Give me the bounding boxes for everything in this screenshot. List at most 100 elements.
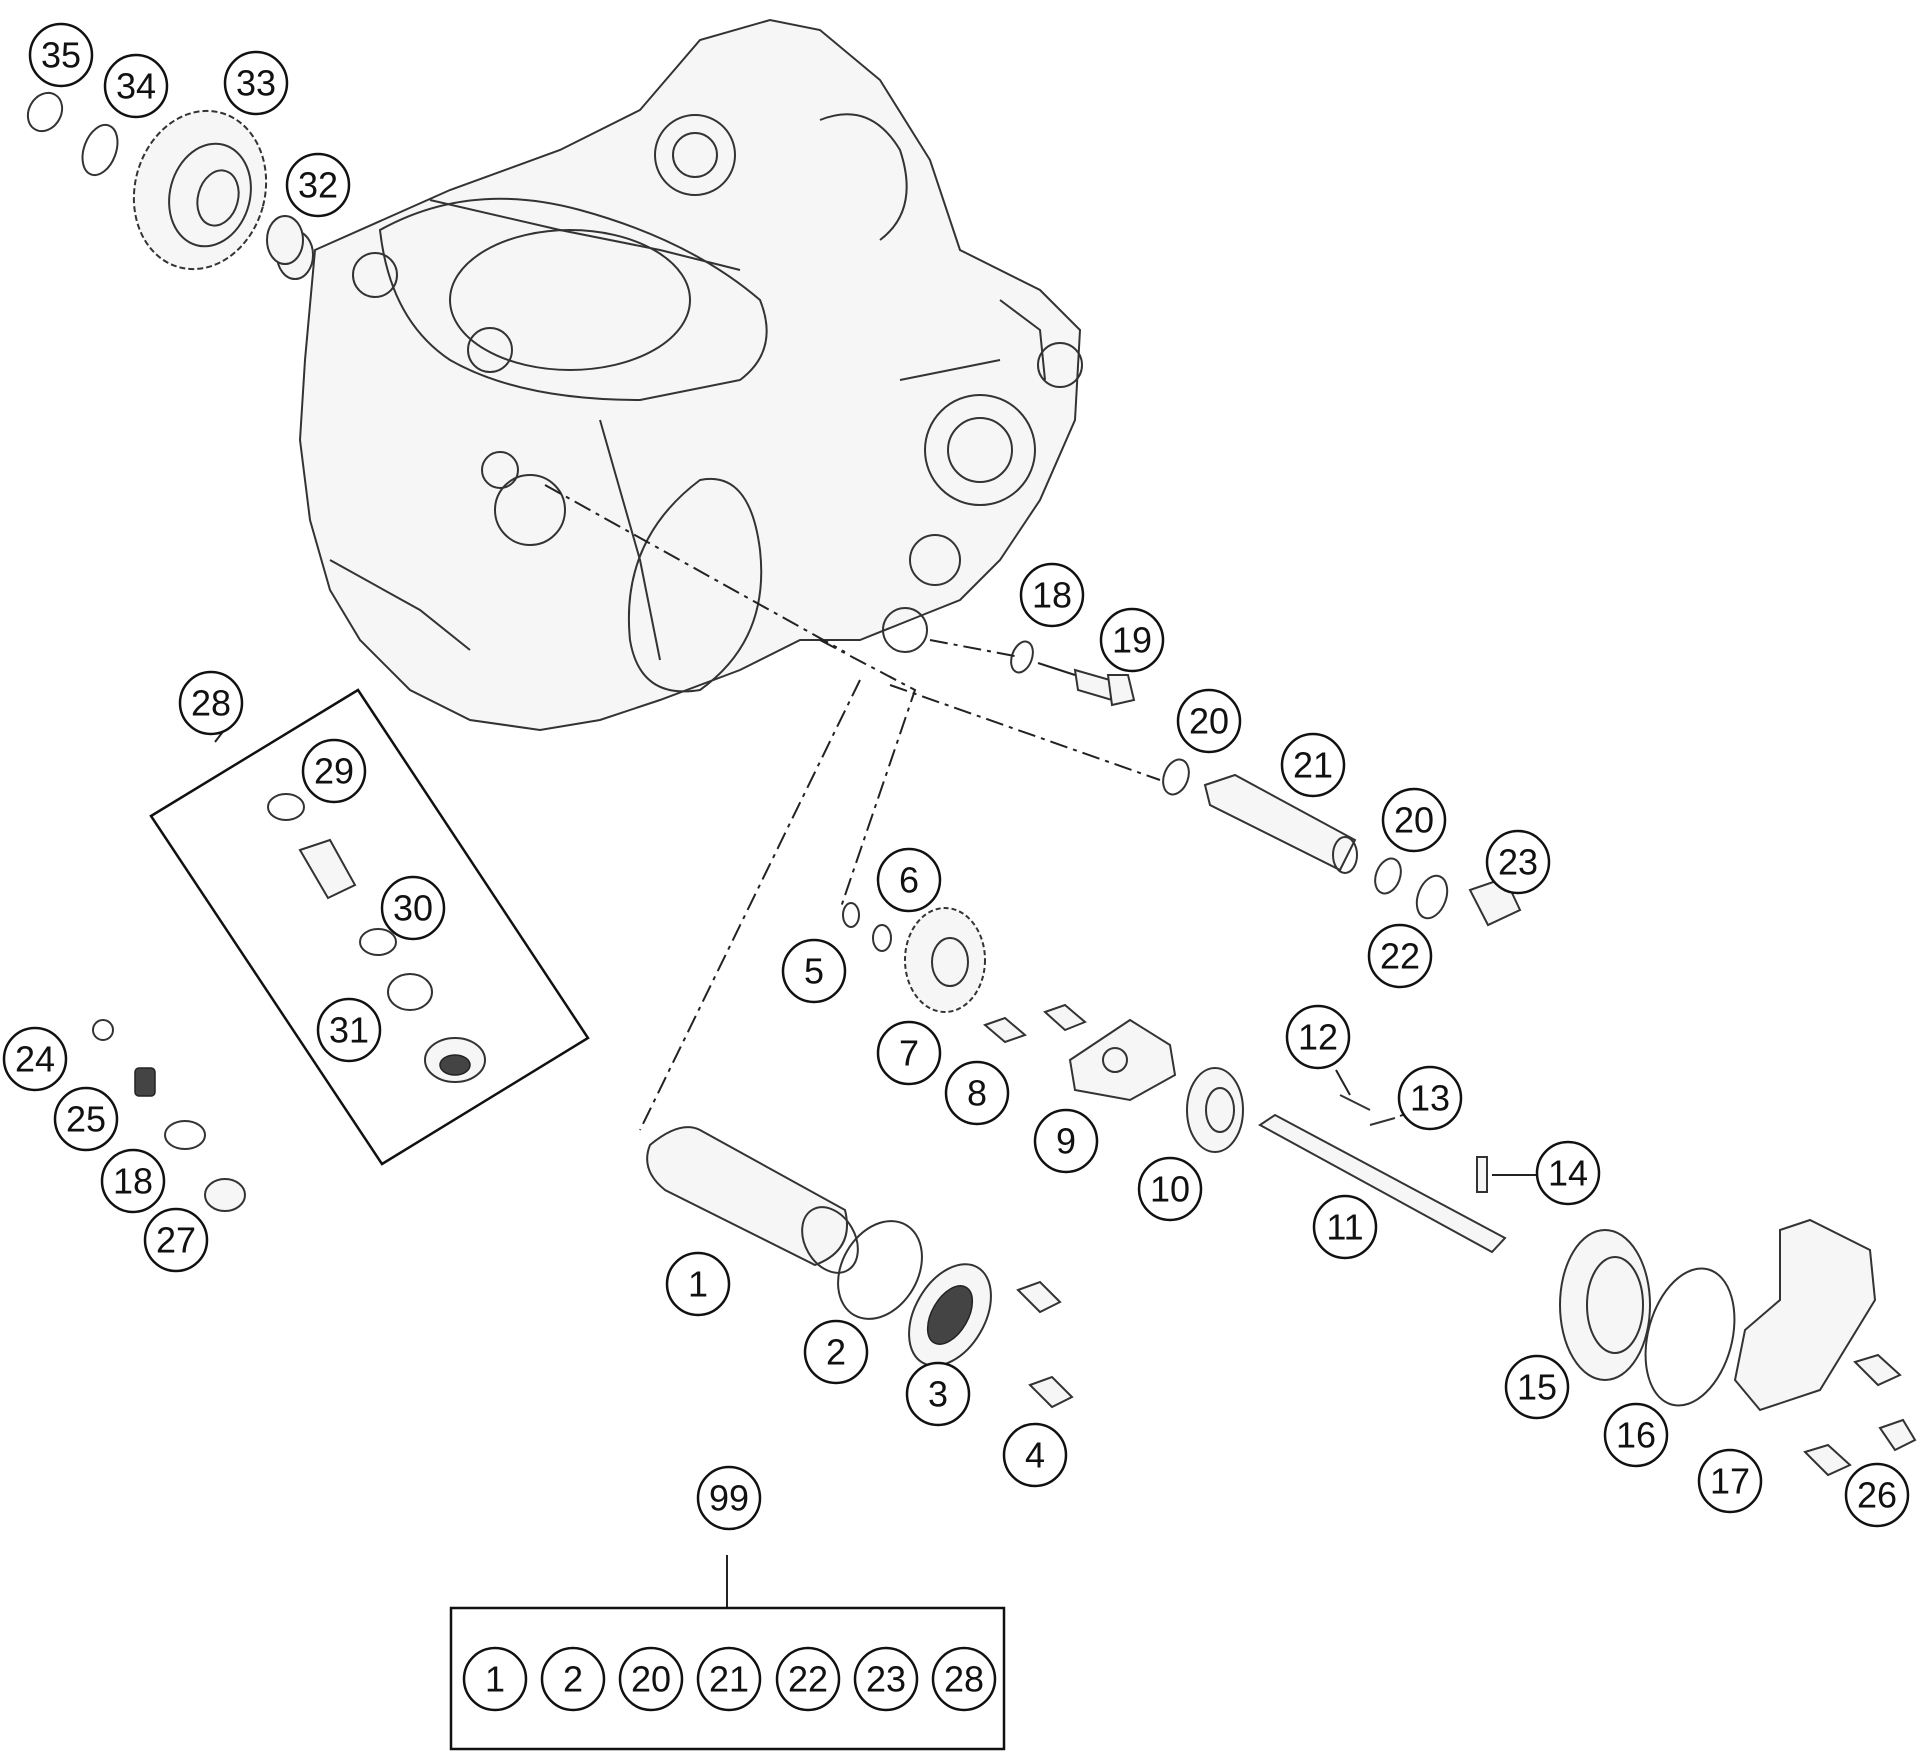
kit-item-circle	[853, 1646, 919, 1712]
part-27-screw-plug	[204, 1178, 246, 1212]
callout-label: 18	[1032, 575, 1072, 616]
part-20-oring-left	[1162, 758, 1190, 796]
part-28-cap	[424, 1037, 486, 1083]
callout-label: 29	[314, 751, 354, 792]
part-4-screws	[1016, 1280, 1074, 1409]
kit-item-1: 1	[462, 1646, 528, 1712]
callout-label: 31	[329, 1010, 369, 1051]
callout-circle	[178, 670, 244, 736]
callout-circle	[1535, 1140, 1601, 1206]
part-7-pump-gear	[904, 907, 986, 1013]
callout-label: 11	[1326, 1207, 1363, 1248]
callout-circle	[1844, 1462, 1910, 1528]
part-11-pump-shaft	[1258, 1113, 1507, 1254]
callout-circle	[1485, 829, 1551, 895]
callout-28: 28	[178, 670, 244, 736]
callout-10: 10	[1137, 1156, 1203, 1222]
callout-circle	[803, 1319, 869, 1385]
callout-label: 25	[66, 1099, 106, 1140]
callout-20: 20	[1381, 787, 1447, 853]
callout-34: 34	[103, 53, 169, 119]
callout-circle	[1381, 787, 1447, 853]
callout-circle	[2, 1026, 68, 1092]
kit-item-circle	[618, 1646, 684, 1712]
frame-kit-99	[449, 1606, 1006, 1751]
part-20-oring-right	[1374, 857, 1402, 895]
callout-circle	[1019, 562, 1085, 628]
frame-group-28	[149, 688, 590, 1166]
callout-circle	[1397, 1065, 1463, 1131]
callout-label: 12	[1298, 1017, 1338, 1058]
callout-circle	[1033, 1108, 1099, 1174]
callout-label: 22	[1380, 936, 1420, 977]
callout-label: 2	[826, 1332, 846, 1373]
callout-circle	[223, 50, 289, 116]
kit-item-label: 28	[944, 1659, 984, 1700]
part-17-pump-cover	[1733, 1218, 1877, 1412]
part-3-filter-cover	[908, 1263, 992, 1367]
part-13-pin	[1369, 1117, 1396, 1126]
kit-item-circle	[931, 1646, 997, 1712]
part-18-seal-ring-lower	[164, 1120, 206, 1150]
callout-18: 18	[100, 1148, 166, 1214]
part-33-gear	[132, 109, 268, 271]
kit-item-21: 21	[696, 1646, 762, 1712]
kit-item-circle	[696, 1646, 762, 1712]
callout-circle	[1280, 732, 1346, 798]
part-14-pin	[1476, 1156, 1488, 1193]
callout-16: 16	[1603, 1402, 1669, 1468]
kit-item-label: 21	[709, 1659, 749, 1700]
callout-12: 12	[1285, 1004, 1351, 1070]
part-29-oring	[267, 793, 305, 821]
callout-21: 21	[1280, 732, 1346, 798]
part-22-seal	[1415, 874, 1449, 920]
callout-9: 9	[1033, 1108, 1099, 1174]
part-15-pump-housing	[1559, 1229, 1651, 1381]
callout-circle	[1697, 1448, 1763, 1514]
callout-label: 21	[1293, 745, 1333, 786]
callout-label: 35	[41, 35, 81, 76]
assembly-lines	[544, 484, 1161, 1131]
callout-29: 29	[301, 738, 367, 804]
callout-circle	[1176, 688, 1242, 754]
part-28-fitting	[298, 838, 357, 900]
part-2-oring	[837, 1220, 923, 1320]
kit-item-label: 2	[563, 1659, 583, 1700]
callout-label: 24	[15, 1039, 55, 1080]
callout-14: 14	[1535, 1140, 1601, 1206]
callout-circle	[944, 1060, 1010, 1126]
callout-27: 27	[143, 1207, 209, 1273]
callout-label: 13	[1410, 1078, 1450, 1119]
callout-15: 15	[1504, 1354, 1570, 1420]
callout-circle	[905, 1361, 971, 1427]
callout-label: 99	[709, 1478, 749, 1519]
kit-item-28: 28	[931, 1646, 997, 1712]
callout-1: 1	[665, 1251, 731, 1317]
callout-circle	[301, 738, 367, 804]
callout-18: 18	[1019, 562, 1085, 628]
callout-11: 11	[1312, 1194, 1378, 1260]
callout-circle	[1504, 1354, 1570, 1420]
callout-label: 6	[899, 860, 919, 901]
part-6-washer	[872, 924, 892, 952]
callout-6: 6	[876, 847, 942, 913]
part-30-oring	[359, 928, 397, 956]
callout-label: 14	[1548, 1153, 1588, 1194]
part-16-oring	[1644, 1267, 1736, 1407]
callout-4: 4	[1002, 1422, 1068, 1488]
callout-circle	[696, 1465, 762, 1531]
callout-label: 19	[1112, 620, 1152, 661]
part-34-washer	[81, 123, 119, 177]
part-35-circlip	[26, 91, 64, 133]
callout-circle	[665, 1251, 731, 1317]
kit-item-23: 23	[853, 1646, 919, 1712]
callout-label: 7	[899, 1033, 919, 1074]
callout-circle	[876, 1020, 942, 1086]
part-32-bushing	[266, 215, 314, 280]
callout-label: 32	[298, 165, 338, 206]
callout-label: 33	[236, 63, 276, 104]
callout-35: 35	[28, 22, 94, 88]
kit-item-circle	[775, 1646, 841, 1712]
callout-label: 27	[156, 1220, 196, 1261]
